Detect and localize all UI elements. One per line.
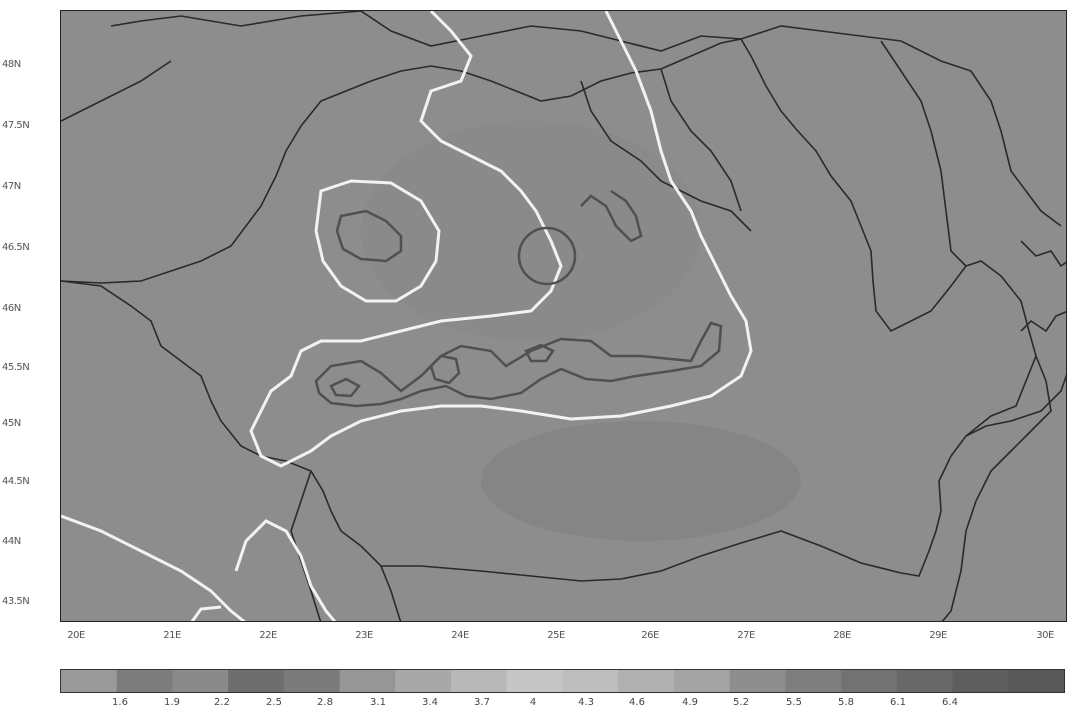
colorbar-segment	[283, 670, 341, 692]
white-contour-loop	[314, 179, 441, 303]
colorbar-label: 5.2	[733, 697, 749, 708]
colorbar	[60, 669, 1065, 693]
colorbar-label: 4.6	[629, 697, 645, 708]
colorbar-segment	[228, 670, 285, 692]
lat-label: 45.5N	[2, 362, 30, 373]
moldova-ukraine-border	[740, 25, 1062, 227]
lon-label: 23E	[355, 630, 373, 641]
colorbar-label: 6.1	[890, 697, 906, 708]
dark-contours	[314, 189, 723, 408]
colorbar-segment	[729, 670, 786, 692]
shaded-region	[481, 421, 801, 541]
colorbar-segment	[841, 670, 898, 692]
dark-contour-circle	[517, 226, 577, 286]
lat-label: 43.5N	[2, 596, 30, 607]
dark-contour-small-3	[329, 377, 361, 398]
delta-detail	[1020, 310, 1066, 333]
dark-contour-small-2	[524, 343, 555, 363]
lat-label: 44N	[2, 536, 21, 547]
colorbar-label: 6.4	[942, 697, 958, 708]
hungary-border-west	[61, 60, 172, 122]
lat-label: 47N	[2, 181, 21, 192]
colorbar-segment	[896, 670, 954, 692]
north-border	[110, 11, 362, 27]
colorbar-segment	[172, 670, 229, 692]
colorbar-label: 3.1	[370, 697, 386, 708]
dark-contour-small-1	[429, 354, 461, 385]
lat-label: 46N	[2, 303, 21, 314]
lat-label: 45N	[2, 418, 21, 429]
lon-label: 26E	[641, 630, 659, 641]
moldova-border-east	[880, 40, 967, 267]
lat-label: 47.5N	[2, 120, 30, 131]
inner-river-2	[660, 68, 742, 212]
colorbar-segment	[451, 670, 508, 692]
lon-label: 30E	[1036, 630, 1054, 641]
lon-label: 20E	[67, 630, 85, 641]
white-contour-sw	[61, 514, 246, 621]
colorbar-label: 4	[529, 697, 537, 708]
white-contours	[61, 11, 753, 621]
white-contour-east	[249, 11, 753, 468]
lat-label: 44.5N	[2, 476, 30, 487]
lat-label: 46.5N	[2, 242, 30, 253]
map-canvas	[61, 11, 1066, 621]
colorbar-label: 2.8	[317, 697, 333, 708]
map-panel	[60, 10, 1067, 622]
colorbar-segment	[506, 670, 563, 692]
colorbar-segment	[673, 670, 731, 692]
lon-label: 29E	[929, 630, 947, 641]
colorbar-label: 1.6	[112, 697, 128, 708]
white-contour-sw-2	[190, 605, 222, 621]
colorbar-segment	[339, 670, 396, 692]
colorbar-segment	[785, 670, 842, 692]
lon-label: 27E	[737, 630, 755, 641]
danube-delta	[965, 374, 1066, 437]
east-detail	[1020, 240, 1066, 268]
inner-river	[580, 80, 752, 232]
colorbar-segment	[61, 670, 118, 692]
black-sea-coast	[941, 355, 1052, 621]
lat-label: 48N	[2, 59, 21, 70]
colorbar-segment	[618, 670, 675, 692]
colorbar-segment	[1008, 670, 1064, 692]
colorbar-label: 4.3	[578, 697, 594, 708]
lon-label: 25E	[547, 630, 565, 641]
north-border-2	[360, 11, 742, 52]
dark-contour-north	[580, 189, 643, 243]
dark-contour-inner-loop	[335, 209, 403, 263]
romania-border	[61, 38, 1037, 582]
colorbar-label: 5.5	[786, 697, 802, 708]
shaded-region	[361, 121, 701, 341]
bulgaria-border	[380, 565, 402, 621]
colorbar-label: 3.4	[422, 697, 438, 708]
colorbar-segment	[395, 670, 452, 692]
colorbar-label: 4.9	[682, 697, 698, 708]
colorbar-segment	[562, 670, 619, 692]
lon-label: 24E	[451, 630, 469, 641]
country-borders	[61, 11, 1066, 621]
dark-contour-chain	[314, 321, 723, 408]
colorbar-label: 5.8	[838, 697, 854, 708]
lon-label: 21E	[163, 630, 181, 641]
colorbar-label: 2.5	[266, 697, 282, 708]
colorbar-segment	[952, 670, 1009, 692]
colorbar-label: 1.9	[164, 697, 180, 708]
white-contour-sw-loop	[234, 519, 337, 621]
colorbar-segment	[116, 670, 173, 692]
colorbar-label: 3.7	[474, 697, 490, 708]
colorbar-label: 2.2	[214, 697, 230, 708]
lon-label: 28E	[833, 630, 851, 641]
lon-label: 22E	[259, 630, 277, 641]
